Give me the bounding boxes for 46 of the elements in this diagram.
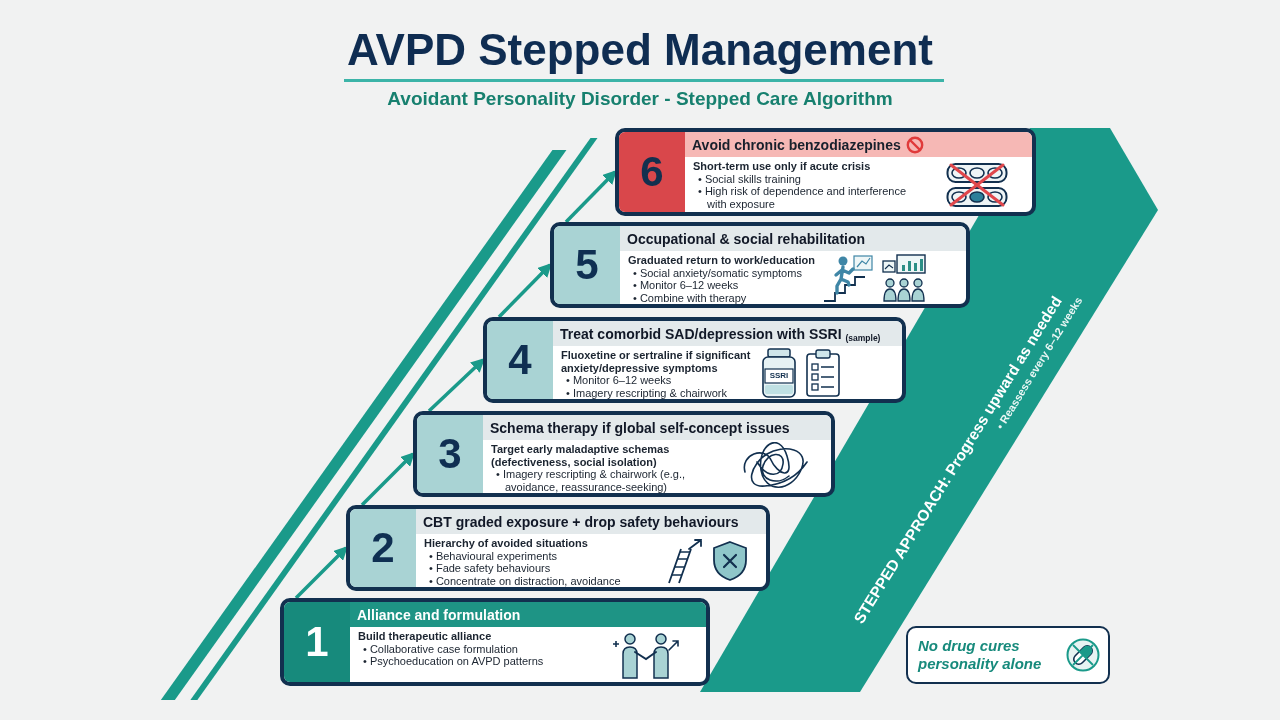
bullet-point: • Social skills training: [697, 172, 802, 185]
step-heading: Treat comorbid SAD/depression with SSRI $_{(sample)}$: [560, 324, 881, 343]
step-card: [615, 128, 1036, 216]
step-lead-text: Build therapeutic alliance: [358, 630, 493, 643]
step-number: 4: [508, 337, 532, 383]
bullet-point: • Fade safety behaviours: [428, 562, 552, 575]
flow-arrow: [360, 452, 415, 507]
step-heading: Alliance and formulation: [357, 605, 521, 624]
step-number: 6: [640, 149, 664, 195]
step-heading: Avoid chronic benzodiazepines: [692, 135, 901, 154]
step-lead-text: Short-term use only if acute crisis: [693, 160, 872, 173]
step-heading: Occupational & social rehabilitation: [627, 229, 866, 248]
step-card: [280, 598, 710, 686]
bullet-point: • Imagery rescripting & chairwork: [565, 386, 728, 399]
step-number: 3: [438, 431, 462, 477]
bullet-point: • Monitor 6–12 weeks: [565, 374, 673, 387]
step-lead-text: Fluoxetine or sertraline if significant anxiety/depressive symptoms: [561, 349, 752, 374]
flow-arrow: [294, 546, 348, 600]
flow-arrow: [497, 263, 552, 319]
step-heading: CBT graded exposure + drop safety behaviours: [423, 512, 739, 531]
subtitle: Avoidant Personality Disorder - Stepped Care Algorithm: [387, 87, 893, 111]
step-heading: Schema therapy if global self-concept issues: [490, 418, 790, 437]
bullet-point: • Combine with therapy: [632, 291, 748, 304]
bullet-point: • Concentrate on distraction, avoidance: [428, 574, 622, 587]
step-card: [346, 505, 770, 591]
note-card: [906, 626, 1110, 684]
title: AVPD Stepped Management: [347, 25, 933, 75]
step-number: 1: [305, 619, 329, 665]
step-card: [550, 222, 970, 308]
step-lead-text: Graduated return to work/education: [628, 254, 817, 267]
bullet-point: • Monitor 6–12 weeks: [632, 279, 740, 292]
step-number: 5: [575, 242, 599, 288]
bullet-point: • Psychoeducation on AVPD patterns: [362, 655, 545, 668]
step-card: [413, 411, 835, 497]
bullet-point: • Imagery rescripting & chairwork (e.g., avoidance, reassurance-seeking): [495, 468, 687, 493]
step-lead-text: Hierarchy of avoided situations: [424, 537, 589, 550]
step-card: [483, 317, 906, 403]
bullet-point: • High risk of dependence and interference with exposure: [697, 185, 908, 210]
step-number: 2: [371, 525, 395, 571]
note-text: No drug cures personality alone: [918, 637, 1043, 673]
bullet-point: • Social anxiety/somatic symptoms: [632, 266, 803, 279]
bullet-point: • Behavioural experiments: [428, 549, 558, 562]
bottle-label-text: SSRI: [768, 369, 790, 382]
flow-arrow: [564, 170, 617, 224]
bullet-point: • Collaborative case formulation: [362, 642, 519, 655]
step-lead-text: Target early maladaptive schemas (defectiveness, social isolation): [491, 443, 671, 468]
